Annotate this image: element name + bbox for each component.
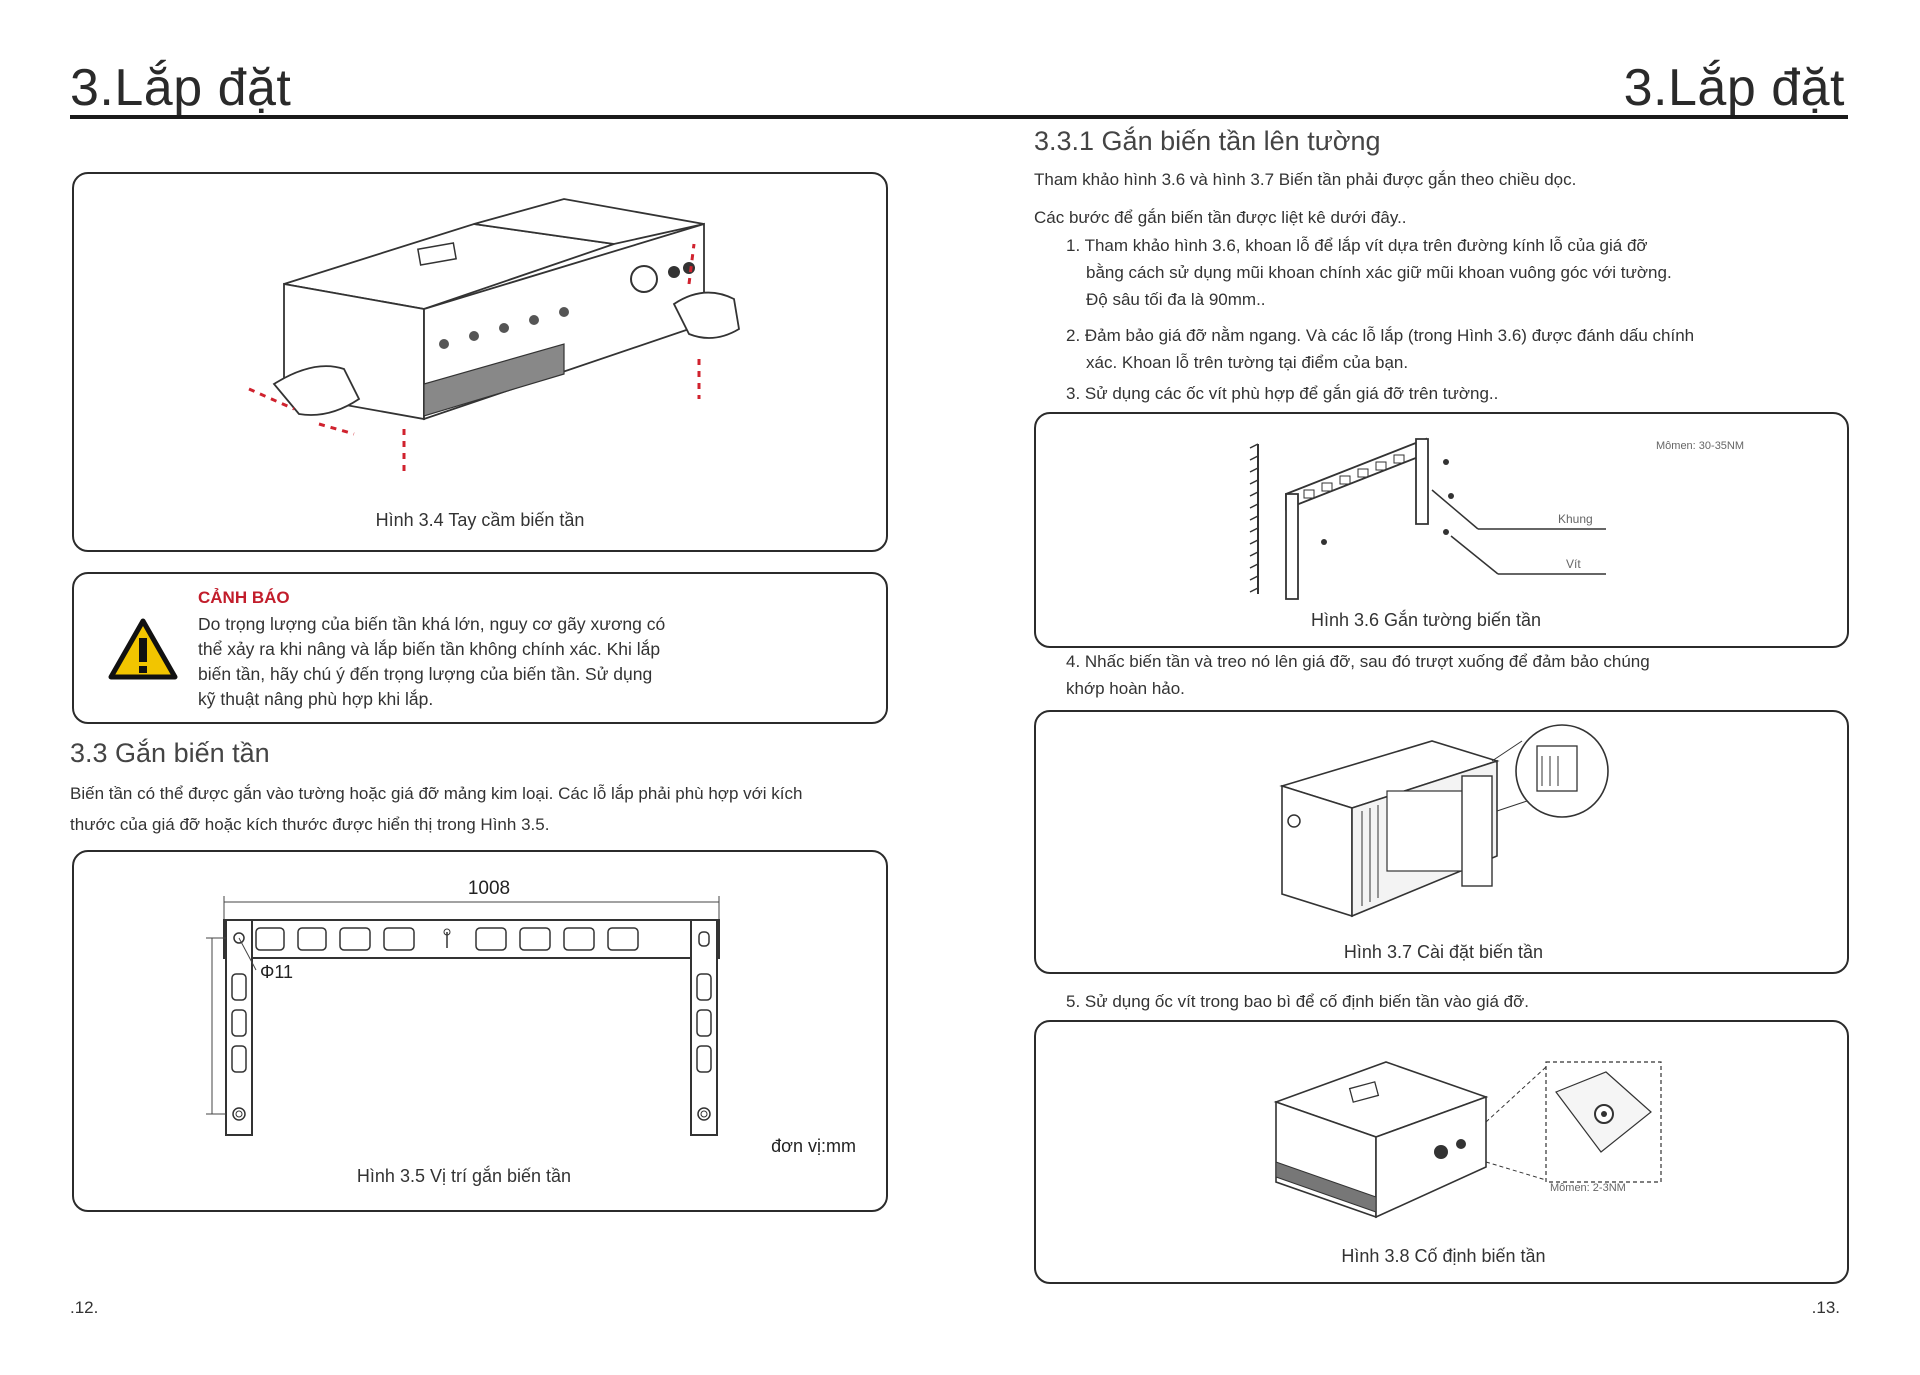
section-3-3-1-heading: 3.3.1 Gắn biến tần lên tường (1034, 126, 1381, 156)
step-2-line: 2. Đảm bảo giá đỡ nằm ngang. Và các lỗ l… (1066, 326, 1695, 345)
step-4-line: 4. Nhấc biến tần và treo nó lên giá đỡ, … (1066, 652, 1650, 671)
section-3-3-line: thước của giá đỡ hoặc kích thước được hi… (70, 815, 550, 834)
figure-3-5-panel: 1008 369 (72, 850, 888, 1212)
page-number-left: .12. (70, 1298, 99, 1317)
figure-3-4-caption: Hình 3.4 Tay cầm biến tần (375, 510, 585, 530)
unit-label: đơn vị:mm (771, 1136, 856, 1156)
warning-panel: CẢNH BÁO Do trọng lượng của biến tần khá… (72, 572, 888, 724)
warning-triangle-icon (108, 618, 178, 680)
inverter-fixing-illustration (1273, 1061, 1662, 1219)
screw-label: Vít (1566, 557, 1581, 571)
figure-3-7-panel: Hình 3.7 Cài đặt biến tần (1034, 710, 1849, 974)
figure-3-8-torque: Mômen: 2-3NM (1550, 1182, 1626, 1194)
bracket-dimension-drawing: 1008 369 (194, 878, 720, 1136)
figure-3-8-panel: Mômen: 2-3NM Hình 3.8 Cố định biến tần (1034, 1020, 1849, 1284)
header-rule (70, 115, 1848, 119)
step-4-line: khớp hoàn hảo. (1066, 679, 1185, 698)
warning-line: biến tần, hãy chú ý đến trọng lượng của … (198, 664, 653, 684)
inverter-hanging-illustration (1279, 724, 1609, 918)
page-number-right: .13. (1811, 1298, 1840, 1317)
section-3-3-line: Biến tần có thể được gắn vào tường hoặc … (70, 784, 803, 803)
warning-line: Do trọng lượng của biến tần khá lớn, ngu… (198, 614, 666, 634)
figure-3-5-caption: Hình 3.5 Vị trí gắn biến tần (356, 1166, 572, 1186)
step-1-line: 1. Tham khảo hình 3.6, khoan lỗ để lắp v… (1066, 236, 1648, 255)
warning-line: kỹ thuật nâng phù hợp khi lắp. (198, 689, 434, 709)
step-2: 2. Đảm bảo giá đỡ nằm ngang. Và các lỗ l… (1066, 322, 1846, 376)
figure-3-7-caption: Hình 3.7 Cài đặt biến tần (1343, 942, 1544, 962)
frame-label: Khung (1558, 512, 1593, 526)
warning-title: CẢNH BÁO (198, 588, 290, 607)
step-1-line: Độ sâu tối đa là 90mm.. (1086, 290, 1266, 309)
figure-3-6-panel: Khung Vít Mômen: 30-35NM Hình 3.6 Gắn tư… (1034, 412, 1849, 648)
height-dimension-label: 369 (194, 1018, 197, 1050)
step-1-line: bằng cách sử dụng mũi khoan chính xác gi… (1086, 263, 1672, 282)
intro-line-1: Tham khảo hình 3.6 và hình 3.7 Biến tần … (1034, 170, 1577, 189)
width-dimension-label: 1008 (468, 878, 510, 899)
section-3-3-body: Biến tần có thể được gắn vào tường hoặc … (70, 778, 890, 840)
figure-3-4-panel: Hình 3.4 Tay cầm biến tần (72, 172, 888, 552)
section-3-3-heading: 3.3 Gắn biến tần (70, 738, 270, 768)
warning-text: Do trọng lượng của biến tần khá lớn, ngu… (198, 612, 838, 712)
chapter-title-left: 3.Lắp đặt (70, 59, 292, 117)
hole-dimension-label: Φ11 (260, 962, 293, 982)
warning-line: thể xảy ra khi nâng và lắp biến tần khôn… (198, 639, 661, 659)
figure-3-8-caption: Hình 3.8 Cố định biến tần (1341, 1246, 1546, 1266)
wall-mount-bracket-drawing: Khung Vít (1249, 437, 1606, 600)
figure-3-6-torque: Mômen: 30-35NM (1656, 440, 1745, 452)
inverter-handle-illustration (248, 198, 740, 474)
step-5: 5. Sử dụng ốc vít trong bao bì để cố địn… (1066, 992, 1529, 1011)
step-4: 4. Nhấc biến tần và treo nó lên giá đỡ, … (1066, 648, 1846, 702)
step-1: 1. Tham khảo hình 3.6, khoan lỗ để lắp v… (1066, 232, 1846, 313)
step-2-line: xác. Khoan lỗ trên tường tại điểm của bạ… (1086, 353, 1409, 372)
figure-3-6-caption: Hình 3.6 Gắn tường biến tần (1310, 610, 1541, 630)
intro-line-2: Các bước để gắn biến tần được liệt kê dư… (1034, 208, 1407, 227)
chapter-title-right: 3.Lắp đặt (1623, 59, 1845, 117)
step-3: 3. Sử dụng các ốc vít phù hợp để gắn giá… (1066, 384, 1499, 403)
